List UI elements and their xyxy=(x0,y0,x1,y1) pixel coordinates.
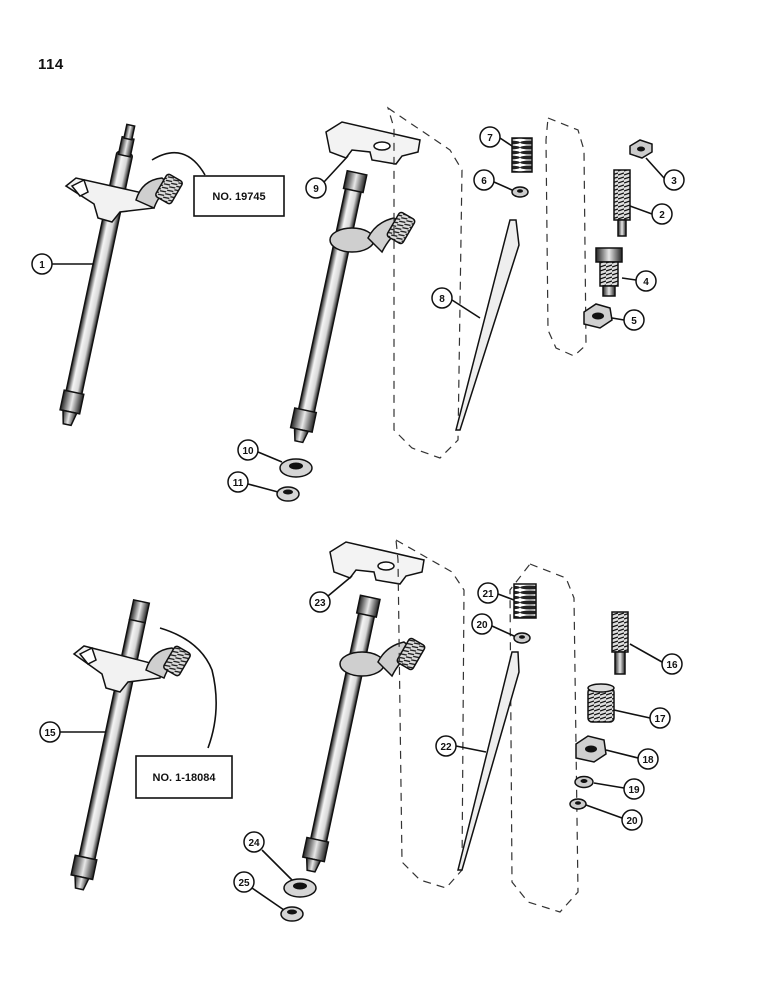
washer-part-20-lower xyxy=(569,798,587,810)
svg-text:21: 21 xyxy=(482,589,494,600)
callout-25: 25 xyxy=(233,871,285,911)
callout-19: 19 xyxy=(593,778,645,800)
seat-part-20-upper xyxy=(513,632,531,644)
svg-text:4: 4 xyxy=(643,277,649,288)
svg-text:NO. 1-18084: NO. 1-18084 xyxy=(153,772,217,784)
callout-4: 4 xyxy=(621,270,657,292)
callout-20-lower: 20 xyxy=(585,804,643,831)
callout-8: 8 xyxy=(431,287,481,319)
svg-text:6: 6 xyxy=(481,176,487,187)
injector-part-1 xyxy=(59,123,183,427)
screw-part-2 xyxy=(613,169,631,237)
callout-15: 15 xyxy=(39,721,106,743)
fitting-part-4 xyxy=(595,247,623,297)
callout-24: 24 xyxy=(243,831,293,881)
washer-part-19 xyxy=(574,775,594,789)
spring-part-21 xyxy=(513,583,537,619)
nut-part-3 xyxy=(629,139,653,159)
svg-text:5: 5 xyxy=(631,316,637,327)
injector-body-bottom xyxy=(301,594,426,873)
svg-text:9: 9 xyxy=(313,184,319,195)
callout-11: 11 xyxy=(227,471,279,493)
group-outline-top-left xyxy=(386,106,463,459)
reference-box-bottom: NO. 1-18084 xyxy=(135,755,233,799)
injector-part-15 xyxy=(70,598,191,891)
reference-box-top: NO. 19745 xyxy=(193,175,285,217)
needle-part-22 xyxy=(457,651,520,871)
svg-text:22: 22 xyxy=(440,742,452,753)
callout-21: 21 xyxy=(477,582,515,604)
svg-text:18: 18 xyxy=(642,755,654,766)
svg-text:11: 11 xyxy=(233,478,244,489)
fitting-part-17 xyxy=(587,683,615,723)
callout-16: 16 xyxy=(629,643,683,675)
svg-text:19: 19 xyxy=(628,785,640,796)
svg-text:23: 23 xyxy=(314,598,326,609)
leader-line-box-top xyxy=(151,151,206,176)
callout-group: 1 2 3 4 5 6 xyxy=(31,126,685,911)
page-number: 114 xyxy=(38,56,64,73)
washer-part-24 xyxy=(283,878,317,898)
svg-text:2: 2 xyxy=(659,210,665,221)
locknut-part-5 xyxy=(583,303,613,329)
callout-18: 18 xyxy=(605,748,659,770)
svg-text:1: 1 xyxy=(39,260,45,271)
callout-5: 5 xyxy=(611,309,645,331)
svg-text:8: 8 xyxy=(439,294,445,305)
svg-text:24: 24 xyxy=(248,838,260,849)
callout-17: 17 xyxy=(613,707,671,729)
callout-22: 22 xyxy=(435,735,487,757)
callout-23: 23 xyxy=(309,575,353,613)
callout-2: 2 xyxy=(629,203,673,225)
nut-part-18 xyxy=(575,735,607,763)
svg-text:10: 10 xyxy=(242,446,254,457)
callout-9: 9 xyxy=(305,155,349,199)
group-outline-top-right xyxy=(545,117,587,357)
spring-part-7 xyxy=(511,137,533,173)
callout-20-upper: 20 xyxy=(471,613,515,637)
washer-part-25 xyxy=(280,906,304,922)
svg-text:7: 7 xyxy=(487,133,493,144)
needle-part-8 xyxy=(455,219,520,431)
svg-text:17: 17 xyxy=(654,714,666,725)
svg-text:15: 15 xyxy=(44,728,56,739)
svg-text:20: 20 xyxy=(626,816,638,827)
svg-text:NO. 19745: NO. 19745 xyxy=(212,191,265,203)
washer-part-10 xyxy=(279,458,313,478)
callout-3: 3 xyxy=(645,157,685,191)
callout-7: 7 xyxy=(479,126,513,148)
injector-body-top xyxy=(289,169,416,444)
callout-6: 6 xyxy=(473,169,513,191)
svg-text:25: 25 xyxy=(238,878,250,889)
screw-part-16 xyxy=(611,611,629,675)
svg-text:16: 16 xyxy=(666,660,678,671)
seat-part-6 xyxy=(511,186,529,198)
bracket-part-9 xyxy=(325,121,421,165)
svg-text:3: 3 xyxy=(671,176,677,187)
leader-line-box-bottom xyxy=(159,627,217,749)
bracket-part-23 xyxy=(329,541,425,585)
washer-part-11 xyxy=(276,486,300,502)
callout-1: 1 xyxy=(31,253,94,275)
group-outline-bottom-left xyxy=(395,538,465,889)
svg-text:20: 20 xyxy=(476,620,488,631)
callout-10: 10 xyxy=(237,439,283,463)
